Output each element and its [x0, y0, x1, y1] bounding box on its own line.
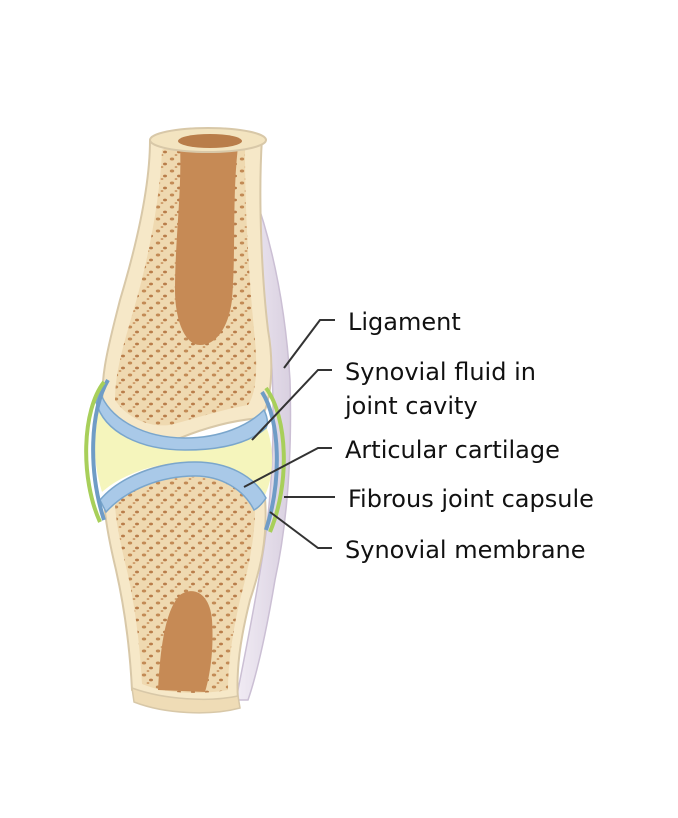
- lower-medullary-cavity: [158, 591, 213, 692]
- leader-synovial-fluid: [251, 369, 332, 441]
- label-synovial-fluid-line2: joint cavity: [345, 392, 478, 420]
- leader-synovial-membrane: [269, 511, 332, 549]
- label-fibrous-joint-capsule: Fibrous joint capsule: [348, 485, 594, 513]
- label-synovial-fluid: Synovial fluid in joint cavity: [345, 355, 536, 423]
- articular-cartilage-upper: [95, 389, 269, 451]
- label-synovial-fluid-line1: Synovial fluid in: [345, 358, 536, 386]
- leader-ligament: [283, 319, 335, 369]
- lower-bone-cut-face: [131, 686, 241, 714]
- fibrous-capsule: [84, 380, 286, 533]
- label-ligament: Ligament: [348, 308, 461, 336]
- label-synovial-membrane: Synovial membrane: [345, 536, 586, 564]
- upper-medullary-cavity: [175, 139, 238, 345]
- articular-cartilage-lower: [99, 461, 267, 514]
- leader-lines: [243, 319, 335, 549]
- label-articular-cartilage: Articular cartilage: [345, 436, 560, 464]
- leader-articular-cartilage: [243, 447, 332, 488]
- lower-spongy-bone: [115, 476, 255, 693]
- upper-cut-marrow: [178, 134, 242, 148]
